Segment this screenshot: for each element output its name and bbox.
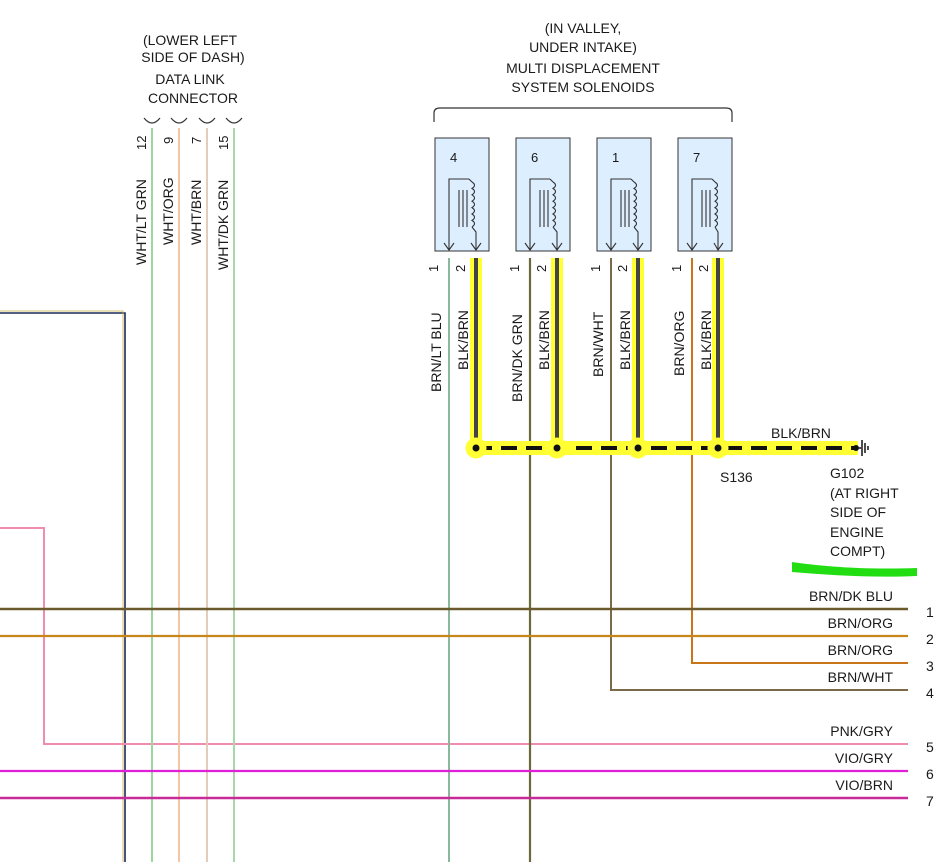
wire-label-brn-wht: BRN/WHT	[590, 311, 606, 377]
solenoid-title-line-3: MULTI DISPLACEMENT	[506, 60, 660, 76]
wire-label-brn-org: BRN/ORG	[671, 311, 687, 376]
solenoid-7: 7	[677, 137, 733, 252]
dlc-wire-label-12: WHT/LT GRN	[133, 179, 149, 265]
ground-label-line-4: ENGINE	[830, 524, 884, 540]
solenoid-7-pin-2: 2	[696, 265, 711, 272]
bus-label-4: BRN/WHT	[828, 669, 894, 685]
solenoid-number: 4	[450, 150, 457, 165]
dlc-wire-label-9: WHT/ORG	[160, 177, 176, 245]
ground-wire-label: BLK/BRN	[771, 425, 831, 441]
solenoid-4: 4	[434, 137, 490, 252]
solenoid-7-pin-1: 1	[669, 265, 684, 272]
ground-label-line-1: G102	[830, 465, 864, 481]
dlc-pin-7: 7	[189, 137, 204, 144]
bus-label-5: PNK/GRY	[830, 723, 893, 739]
bus-label-7: VIO/BRN	[835, 777, 893, 793]
wire-label-blk-brn-6: BLK/BRN	[536, 310, 552, 370]
dlc-name-line-2: CONNECTOR	[148, 90, 238, 106]
solenoid-title-line-1: (IN VALLEY,	[545, 20, 622, 36]
bus-pin-1: 1	[926, 604, 934, 620]
wire-label-blk-brn-1: BLK/BRN	[617, 310, 633, 370]
solenoid-group-bracket	[433, 107, 733, 122]
wire-brn-wht	[610, 258, 908, 691]
solenoid-number: 6	[531, 150, 538, 165]
solenoid-number: 7	[693, 150, 700, 165]
wire-brn-org-3	[691, 258, 908, 664]
ground-symbol	[853, 440, 869, 456]
solenoid-4-pin-2: 2	[453, 265, 468, 272]
dlc-location-line-1: (LOWER LEFT	[143, 32, 238, 48]
solenoid-4-pin-1: 1	[426, 265, 441, 272]
bus-label-2: BRN/ORG	[828, 615, 893, 631]
dlc-pin-15: 15	[216, 136, 231, 150]
ground-circuit-highlight	[465, 258, 858, 459]
wire-label-blk-brn-7: BLK/BRN	[698, 310, 714, 370]
bus-pin-2: 2	[926, 631, 934, 647]
ground-label-line-2: (AT RIGHT	[830, 485, 899, 501]
solenoid-6-pin-2: 2	[534, 265, 549, 272]
wire-label-brn-lt-blu: BRN/LT BLU	[428, 312, 444, 392]
bus-pin-5: 5	[926, 739, 934, 755]
splice-label: S136	[720, 469, 753, 485]
bus-pin-4: 4	[926, 685, 934, 701]
solenoid-1: 1	[596, 137, 652, 252]
solenoid-1-pin-1: 1	[588, 265, 603, 272]
wire-label-blk-brn-4: BLK/BRN	[455, 310, 471, 370]
ground-label-line-5: COMPT)	[830, 543, 885, 559]
green-marker-underline	[792, 562, 917, 577]
dlc-pin-12: 12	[134, 136, 149, 150]
dlc-wire-label-7: WHT/BRN	[188, 180, 204, 245]
solenoid-title-line-4: SYSTEM SOLENOIDS	[511, 79, 654, 95]
solenoid-title-line-2: UNDER INTAKE)	[529, 39, 637, 55]
solenoid-number: 1	[612, 150, 619, 165]
dlc-location-line-2: SIDE OF DASH)	[141, 49, 244, 65]
dlc-wire-label-15: WHT/DK GRN	[215, 180, 231, 270]
dlc-connector-pins	[143, 117, 243, 124]
navy-circuit-wire-tracer	[0, 310, 124, 862]
wire-label-brn-dk-grn: BRN/DK GRN	[509, 314, 525, 402]
bus-label-3: BRN/ORG	[828, 642, 893, 658]
solenoid-6-pin-1: 1	[507, 265, 522, 272]
bus-pin-3: 3	[926, 658, 934, 674]
bus-label-6: VIO/GRY	[835, 750, 894, 766]
dlc-pin-9: 9	[161, 137, 176, 144]
solenoid-1-pin-2: 2	[615, 265, 630, 272]
solenoid-6: 6	[515, 137, 571, 252]
bus-label-1: BRN/DK BLU	[809, 588, 893, 604]
ground-label-line-3: SIDE OF	[830, 504, 886, 520]
navy-circuit-wire	[0, 312, 126, 862]
bus-pin-6: 6	[926, 766, 934, 782]
bus-pin-7: 7	[926, 793, 934, 809]
dlc-name-line-1: DATA LINK	[155, 71, 225, 87]
